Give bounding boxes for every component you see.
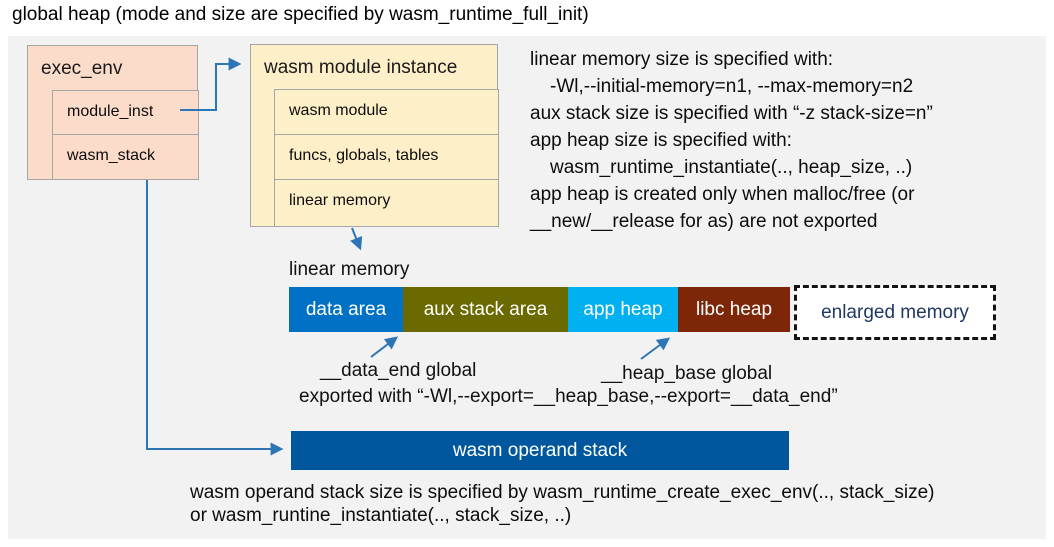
note-line: aux stack size is specified with “-z sta… — [530, 103, 933, 124]
note-line: app heap is created only when malloc/fre… — [530, 184, 915, 205]
note-line: linear memory size is specified with: — [530, 49, 834, 70]
linear-memory-row-label: linear memory — [289, 192, 391, 209]
footer-line: wasm operand stack size is specified by … — [190, 482, 935, 503]
wasm-stack-label: wasm_stack — [67, 147, 156, 164]
note-line: app heap size is specified with: — [530, 130, 792, 151]
module-inst-label: module_inst — [67, 103, 154, 120]
segment-aux-stack-area: aux stack area — [403, 287, 568, 332]
exec-env-header: exec_env — [41, 58, 123, 79]
heap-base-global-label: __heap_base global — [601, 363, 773, 384]
module-instance-row-wasm-module: wasm module — [274, 89, 499, 135]
wasm-operand-stack-bar: wasm operand stack — [291, 431, 789, 470]
module-instance-row-funcs-globals-tables: funcs, globals, tables — [274, 134, 499, 180]
exec-env-row-module-inst: module_inst — [52, 90, 199, 135]
notes-block: linear memory size is specified with: -W… — [530, 46, 1042, 235]
data-end-global-label: __data_end global — [320, 360, 477, 381]
note-line: __new/__release for as) are not exported — [530, 211, 878, 232]
wasm-module-label: wasm module — [289, 102, 388, 119]
segment-libc-heap: libc heap — [678, 287, 790, 332]
page-title: global heap (mode and size are specified… — [12, 4, 589, 25]
segment-data-area: data area — [289, 287, 403, 332]
footer-line: or wasm_runtine_instantiate(.., stack_si… — [190, 505, 572, 526]
segment-enlarged-memory: enlarged memory — [794, 285, 996, 340]
note-line: -Wl,--initial-memory=n1, --max-memory=n2 — [550, 76, 914, 97]
linear-memory-bar: data area aux stack area app heap libc h… — [289, 285, 996, 340]
footer-block: wasm operand stack size is specified by … — [190, 481, 935, 527]
segment-app-heap: app heap — [568, 287, 678, 332]
module-instance-row-linear-memory: linear memory — [274, 179, 499, 227]
module-instance-header: wasm module instance — [264, 57, 458, 78]
exec-env-row-wasm-stack: wasm_stack — [52, 134, 199, 180]
exported-with-label: exported with “-Wl,--export=__heap_base,… — [299, 386, 838, 407]
linear-memory-label: linear memory — [289, 259, 410, 280]
note-line: wasm_runtime_instantiate(.., heap_size, … — [550, 157, 913, 178]
funcs-globals-tables-label: funcs, globals, tables — [289, 147, 439, 164]
